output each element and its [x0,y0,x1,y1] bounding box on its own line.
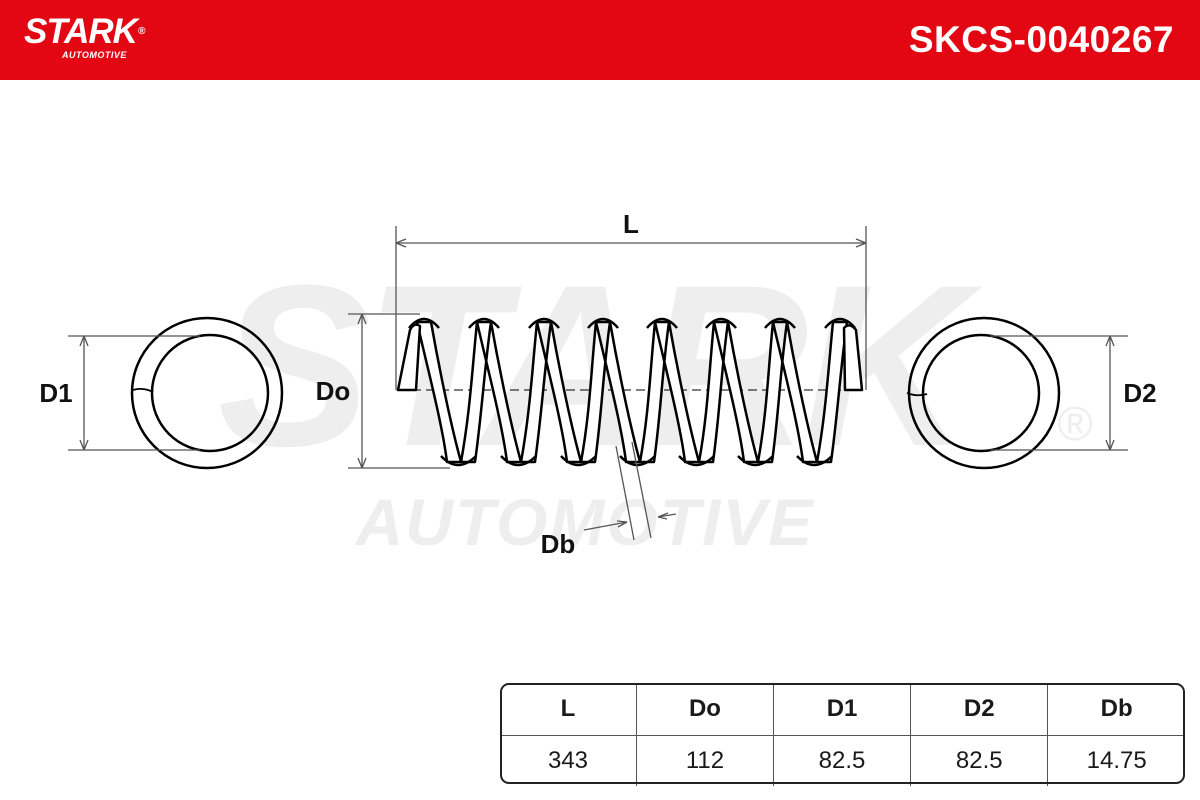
label-d1: D1 [39,378,72,408]
spec-header-d2: D2 [910,683,1048,736]
header-bar: STARK® AUTOMOTIVE SKCS-0040267 [0,0,1200,80]
coil-bottom-loop [619,455,656,467]
coil-end-left [396,323,422,392]
part-number: SKCS-0040267 [908,19,1174,60]
dimension-d1 [68,335,200,451]
dimension-l [395,226,867,390]
spec-header-row: L Do D1 D2 Db [500,683,1185,736]
spec-value-row: 343 112 82.5 82.5 14.75 [500,736,1185,786]
brand-name: STARK [24,12,138,51]
coil-bottom-loop [440,455,477,467]
spec-header-do: Do [636,683,773,736]
spec-header-l: L [500,683,636,736]
label-d2: D2 [1123,378,1156,408]
spec-value-do: 112 [636,736,773,786]
coil-bottom-loop [560,455,597,467]
coil-bottom-loop [678,455,715,467]
spec-table: L Do D1 D2 Db 343 112 82.5 82.5 14.75 [500,683,1185,786]
dimension-do [348,313,450,469]
coil-spring [396,317,864,467]
coil-bottom-loop [500,455,537,467]
label-do: Do [316,376,351,406]
watermark-automotive: AUTOMOTIVE [354,485,815,559]
dimension-db [583,441,677,541]
brand-logo: STARK® AUTOMOTIVE [24,12,145,61]
spec-value-d1: 82.5 [772,736,910,786]
label-l: L [623,209,639,239]
brand-registered-mark: ® [137,26,145,37]
coil-bottom-loop [796,455,833,467]
spec-value-db: 14.75 [1047,736,1185,786]
coil-top-loop [764,317,796,329]
coil-bottom-loop [737,455,774,467]
spring-diagram: STARK AUTOMOTIVE ® D1 D2 L [39,209,1156,559]
coil-top-loop [468,317,500,329]
label-db: Db [541,529,576,559]
watermark-reg: ® [1057,398,1092,451]
coil-top-loop [408,317,440,329]
spec-value-l: 343 [547,747,589,774]
end-ring-right [906,316,1061,470]
end-ring-left [130,316,284,470]
spec-value-d2: 82.5 [910,736,1047,786]
coil-end-right [842,324,864,392]
spec-header-db: Db [1047,683,1185,736]
dimension-d2 [990,335,1128,451]
coil-top-loop [705,317,737,329]
brand-subtitle: AUTOMOTIVE [62,50,127,60]
coil-top-loop [528,317,560,329]
coil-top-loop [587,317,619,329]
coil-top-loop [646,317,678,329]
spec-header-d1: D1 [772,683,911,736]
